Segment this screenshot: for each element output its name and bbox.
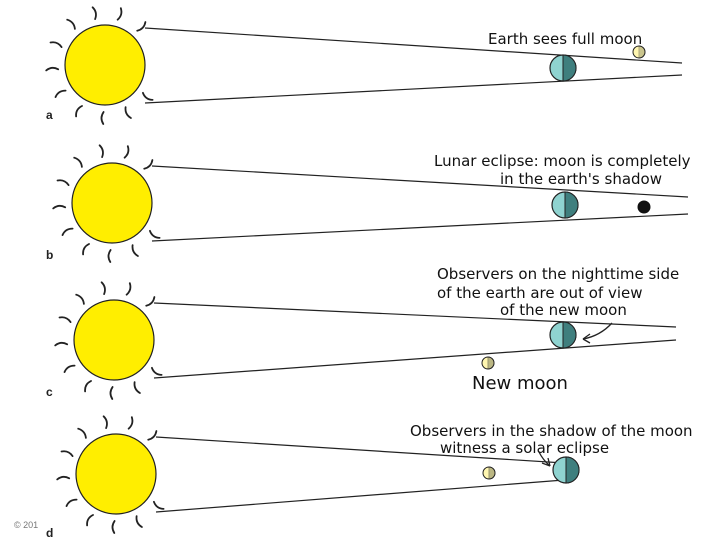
sunlight-ray-upper [151, 165, 689, 198]
sun-flare [86, 514, 94, 527]
sun-flare [111, 520, 116, 534]
panel-a-caption: Earth sees full moon [488, 30, 642, 48]
panel-a: Earth sees full moon a [45, 6, 683, 125]
sun-flare [58, 316, 72, 323]
new-moon-icon [481, 356, 495, 370]
sun-icon [45, 6, 154, 125]
sun-flare [98, 144, 104, 158]
sun-flare [63, 364, 76, 373]
sun-flare [45, 66, 60, 72]
sun-flare [124, 106, 132, 119]
panel-d-caption-line-2: witness a solar eclipse [440, 439, 609, 457]
panel-d-letter: d [46, 526, 53, 540]
sun-flare [56, 179, 70, 186]
sun-icon [54, 281, 163, 400]
sunlight-ray-upper [144, 27, 683, 64]
earth-icon [549, 321, 577, 349]
panel-a-letter: a [46, 108, 53, 122]
sun-flare [149, 229, 161, 239]
sun-flare [145, 296, 156, 307]
panel-b: Lunar eclipse: moon is completely in the… [46, 144, 691, 263]
full-moon-icon [632, 45, 646, 59]
sunlight-ray-lower [153, 339, 677, 379]
sun-flare [135, 515, 143, 528]
sunlight-ray-upper [153, 302, 677, 328]
pointer-arrowhead [541, 457, 551, 467]
panel-d-caption-line-1: Observers in the shadow of the moon [410, 422, 693, 440]
earth-icon [552, 456, 580, 484]
sun-flare [153, 500, 165, 510]
eclipsed-moon-icon [637, 200, 651, 214]
sun-flare [116, 7, 123, 21]
earth-icon [551, 191, 579, 219]
sun-flare [61, 227, 74, 236]
sun-flare [73, 156, 83, 168]
pointer-arrowhead [582, 333, 591, 344]
sun-flare [143, 159, 154, 170]
sun-flare [125, 282, 132, 296]
sun-flare [75, 293, 85, 305]
sun-flare [100, 111, 105, 125]
panel-d: Observers in the shadow of the moon witn… [46, 415, 693, 540]
sun-flare [56, 475, 71, 481]
earth-icon [549, 54, 577, 82]
panel-b-letter: b [46, 248, 53, 262]
panel-b-caption-line-1: Lunar eclipse: moon is completely [434, 152, 691, 170]
sun-flare [49, 41, 63, 48]
sun-flare [151, 366, 163, 376]
sun-flare [91, 6, 97, 20]
sun-flare [52, 204, 67, 210]
panel-c-letter: c [46, 385, 53, 399]
sun-flare [84, 380, 92, 393]
sunlight-ray-lower [151, 213, 689, 242]
sun-flare [142, 91, 154, 101]
sun-flare [60, 450, 74, 457]
sun-flare [133, 381, 141, 394]
sun-icon [52, 144, 161, 263]
sun-flare [65, 498, 78, 507]
sun-flare [82, 243, 90, 256]
sunlight-ray-upper [155, 436, 565, 464]
sun-flare [131, 244, 139, 257]
sun-flare [107, 249, 112, 263]
sun-flare [127, 416, 134, 430]
sunlight-ray-lower [155, 479, 565, 513]
panel-c-caption-line-1: Observers on the nighttime side [437, 265, 679, 283]
sunlight-ray-lower [144, 74, 683, 104]
sun-flare [136, 21, 147, 32]
sun-flare [54, 89, 67, 98]
sun-flare [100, 281, 106, 295]
sun-flare [77, 427, 87, 439]
sun-flare [123, 145, 130, 159]
pointer-arrow [582, 322, 613, 340]
sun-flare [75, 105, 83, 118]
moon-icon [482, 466, 496, 480]
new-moon-label: New moon [472, 373, 568, 394]
sun-flare [66, 18, 76, 30]
panel-c-caption-line-3: of the new moon [500, 301, 627, 319]
sun-flare [102, 415, 108, 429]
sun-flare [54, 341, 69, 347]
sun-icon [56, 415, 165, 534]
copyright-notice: © 201 [14, 520, 38, 530]
panel-b-caption-line-2: in the earth's shadow [500, 170, 662, 188]
sun-flare [109, 386, 114, 400]
panel-c-caption-line-2: of the earth are out of view [437, 284, 642, 302]
sun-flare [147, 430, 158, 441]
panel-c: Observers on the nighttime side of the e… [46, 265, 679, 400]
